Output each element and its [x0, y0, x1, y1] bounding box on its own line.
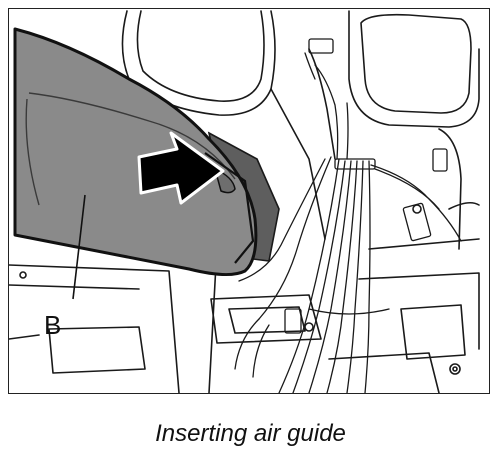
wiring-harness [234, 38, 462, 393]
insertion-arrow [137, 131, 225, 205]
callout-b-label: B [44, 310, 62, 340]
figure-caption: Inserting air guide [155, 420, 346, 447]
illustration-frame [8, 8, 490, 394]
technical-illustration [9, 10, 480, 393]
callout-b-leader [72, 194, 86, 300]
air-guide-part [13, 27, 280, 276]
